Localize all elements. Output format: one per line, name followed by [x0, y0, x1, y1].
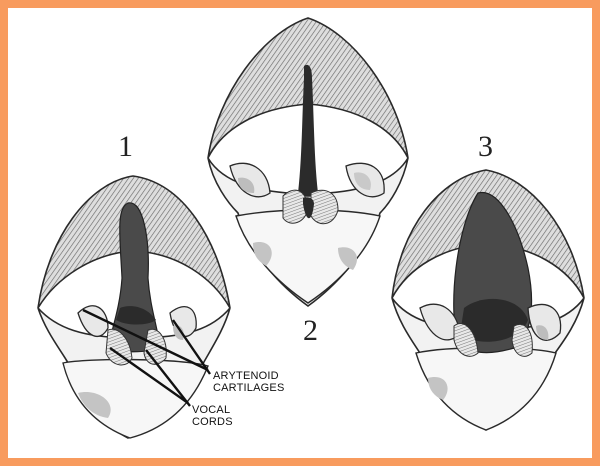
- arytenoid-line2: CARTILAGES: [213, 382, 285, 394]
- vocal-line2: CORDS: [192, 416, 233, 428]
- larynx-1: [38, 176, 230, 438]
- vocal-line1: VOCAL: [192, 404, 233, 416]
- larynx-2: [208, 18, 408, 306]
- vocal-cords-label: VOCAL CORDS: [192, 404, 233, 428]
- label-1: 1: [118, 132, 133, 162]
- arytenoid-cartilages-label: ARYTENOID CARTILAGES: [213, 370, 285, 394]
- arytenoid-line1: ARYTENOID: [213, 370, 285, 382]
- figure-panel: 1 2 3 ARYTENOID CARTILAGES VOCAL CORDS: [8, 8, 592, 458]
- larynx-diagram-svg: [8, 8, 592, 458]
- label-3: 3: [478, 132, 493, 162]
- label-2: 2: [303, 316, 318, 346]
- larynx-3: [392, 170, 584, 430]
